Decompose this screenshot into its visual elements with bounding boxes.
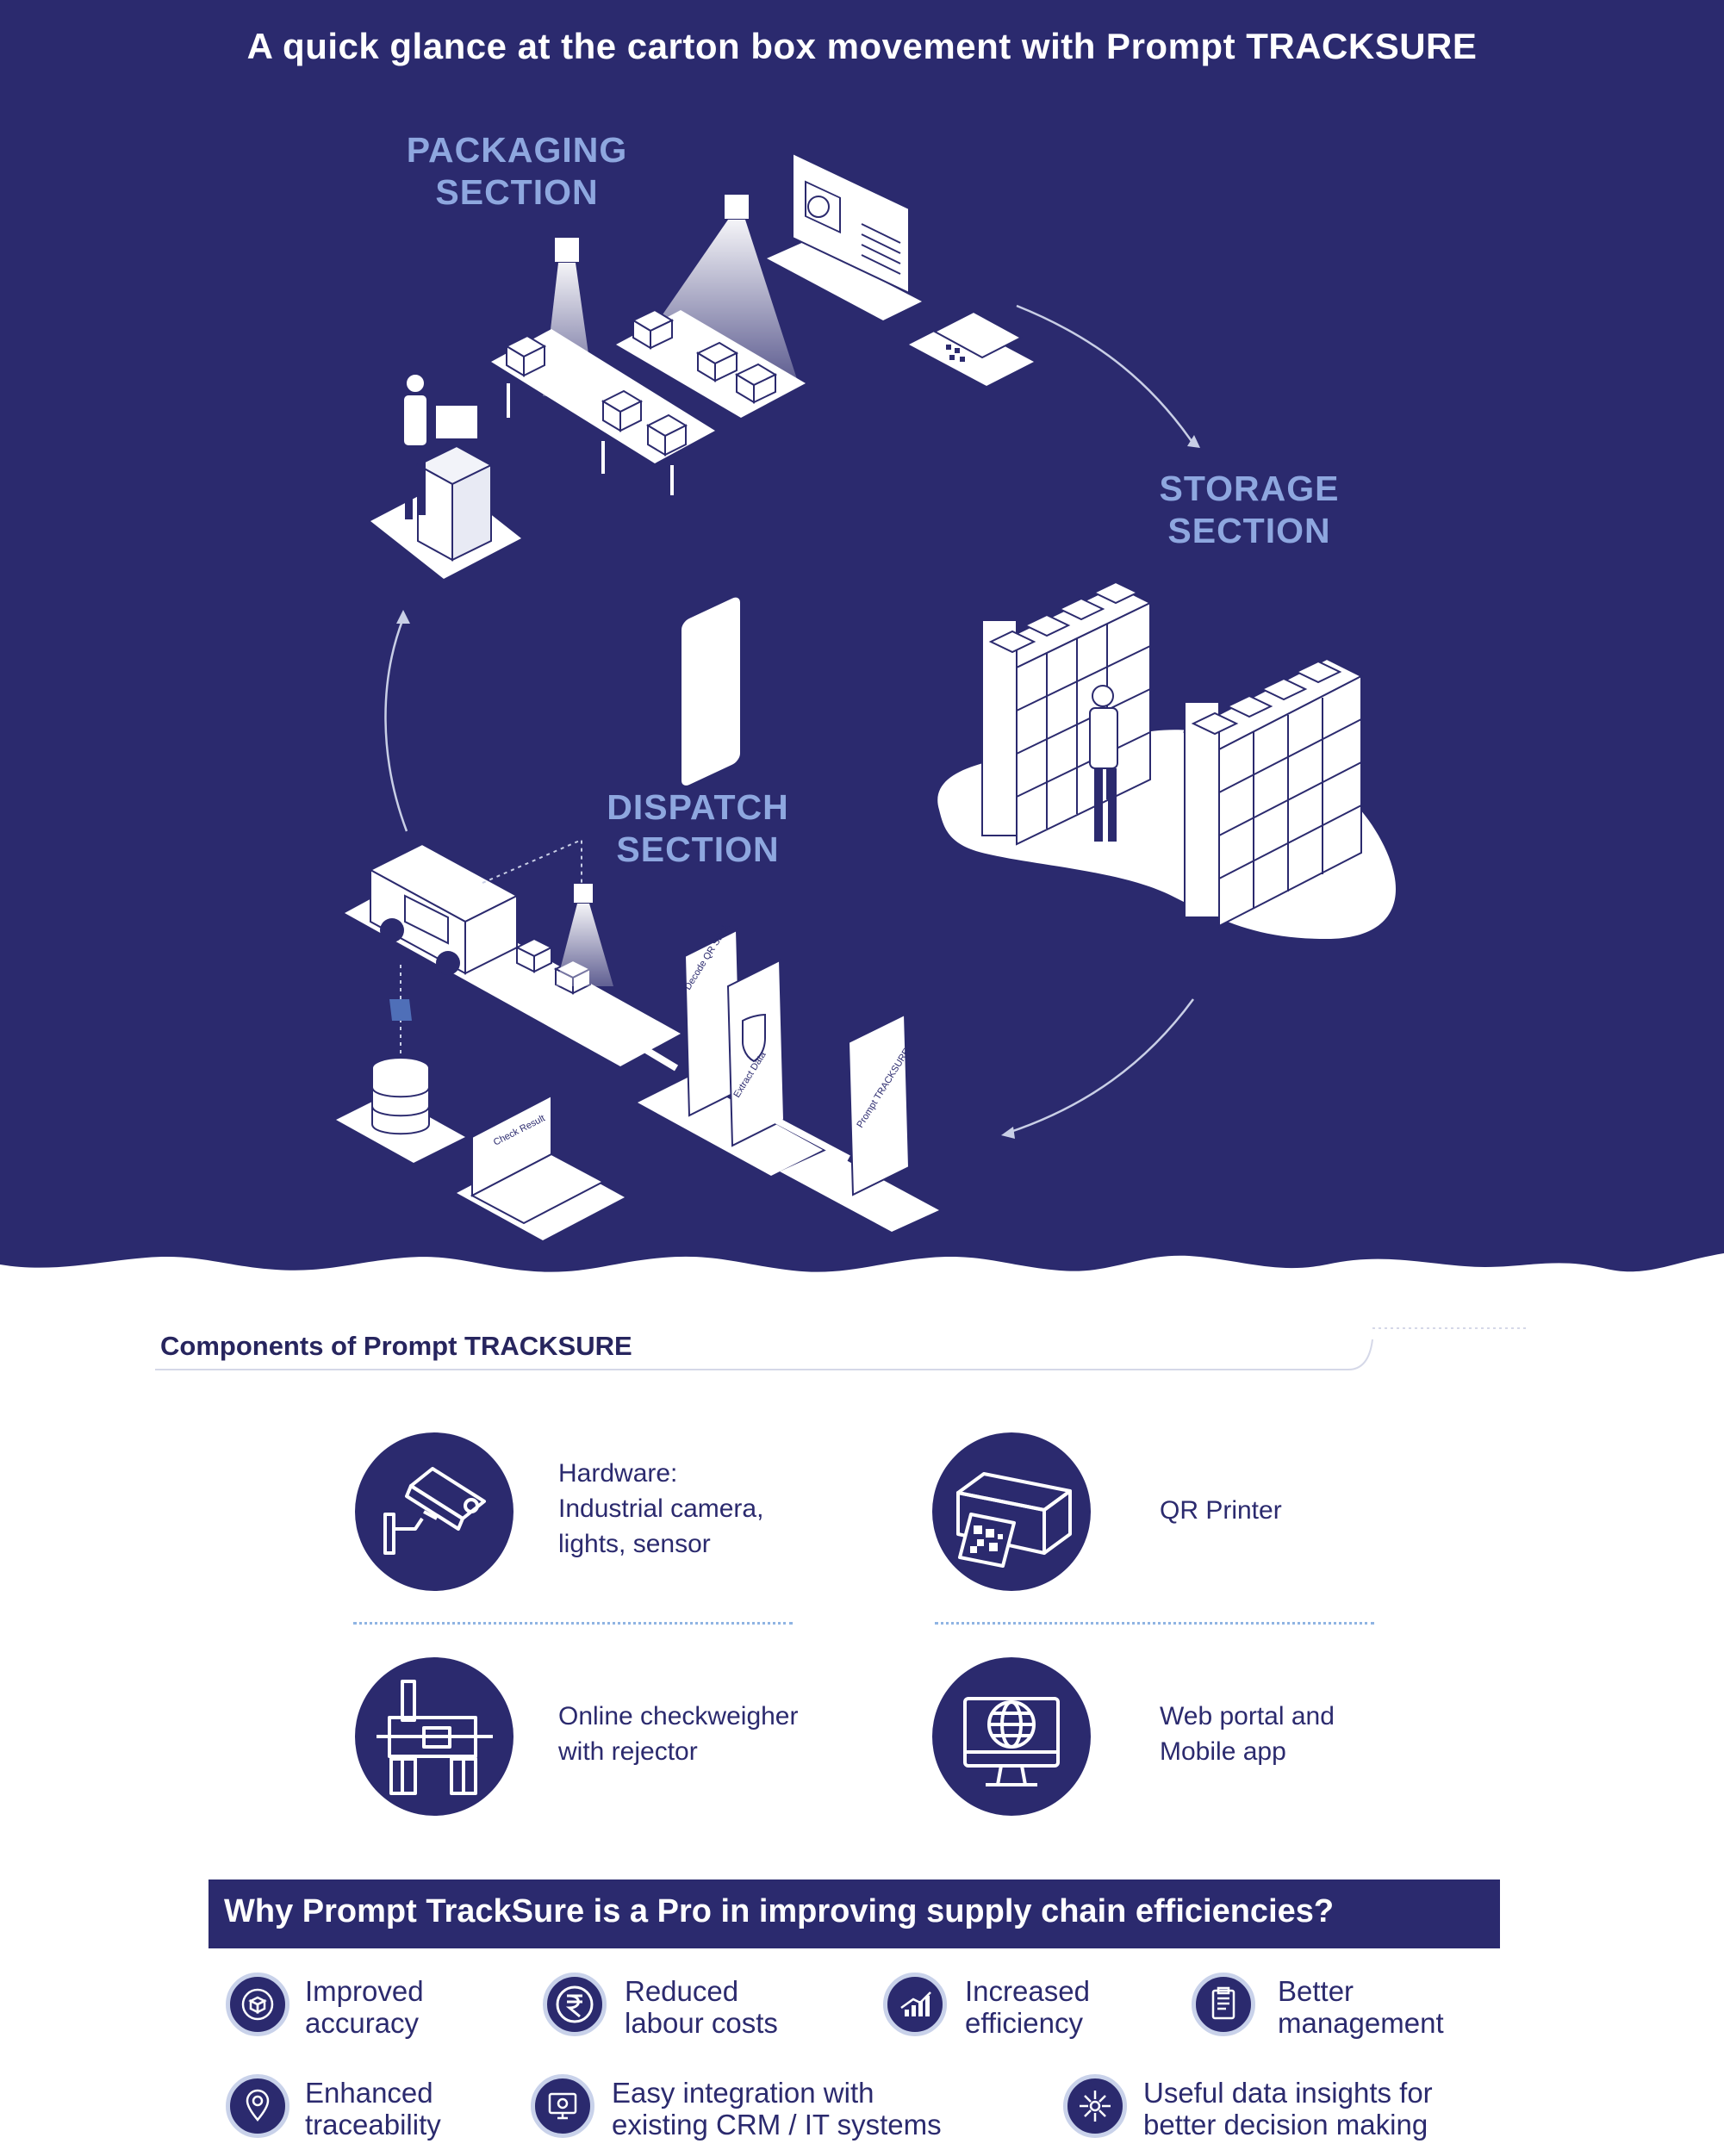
- label-line: DISPATCH: [607, 787, 789, 827]
- text-line: Useful data insights for: [1143, 2077, 1433, 2109]
- camera-light-beam: [556, 904, 613, 986]
- text-line: Easy integration with: [612, 2077, 874, 2109]
- qr-printer-icon: [932, 1432, 1091, 1591]
- dispatch-section-label: DISPATCH SECTION: [560, 786, 836, 871]
- camera-light-beam: [543, 263, 594, 396]
- accuracy-box-icon: [226, 1973, 289, 2036]
- folder-icon: [389, 999, 412, 1021]
- operator-monitor: [434, 404, 479, 440]
- text-line: QR Printer: [1160, 1496, 1282, 1525]
- components-heading: Components of Prompt TRACKSURE: [160, 1331, 632, 1361]
- benefit-text: Improved accuracy: [305, 1975, 424, 2039]
- rupee-icon: [543, 1973, 607, 2036]
- label-line: STORAGE: [1159, 469, 1340, 508]
- dotted-divider: [935, 1622, 1374, 1625]
- flow-arrows: [384, 304, 1195, 1134]
- label-line: SECTION: [435, 172, 599, 212]
- text-line: Hardware:: [558, 1459, 678, 1488]
- why-title-bar: [208, 1880, 1500, 1948]
- management-clipboard-icon: [1192, 1973, 1255, 2036]
- benefit-text: Enhanced traceability: [305, 2077, 441, 2140]
- smartphone-icon: [680, 595, 742, 788]
- component-checkweigher-text: Online checkweigher with rejector: [558, 1699, 798, 1769]
- text-line: better decision making: [1143, 2109, 1428, 2140]
- text-line: management: [1278, 2007, 1444, 2039]
- storage-rack-left: [980, 581, 1153, 846]
- text-line: lights, sensor: [558, 1530, 711, 1558]
- component-web-portal-text: Web portal and Mobile app: [1160, 1699, 1335, 1769]
- packaging-section-label: PACKAGING SECTION: [370, 129, 663, 214]
- text-line: Better: [1278, 1975, 1354, 2007]
- text-line: efficiency: [965, 2007, 1083, 2039]
- text-line: Web portal and: [1160, 1702, 1335, 1730]
- operator-person: [405, 373, 426, 394]
- label-line: SECTION: [1167, 511, 1331, 550]
- arrowhead-icon: [1001, 1127, 1015, 1139]
- hero-illustration: Check Result Decode QR Stock Extract Dat…: [0, 0, 1724, 1272]
- text-line: Reduced: [625, 1975, 739, 2007]
- benefit-text: Reduced labour costs: [625, 1975, 778, 2039]
- delivery-truck: [368, 842, 520, 975]
- storage-section-label: STORAGE SECTION: [1111, 468, 1387, 552]
- location-pin-icon: [226, 2074, 289, 2138]
- checkweigher-icon: [355, 1657, 513, 1816]
- text-line: accuracy: [305, 2007, 420, 2039]
- text-line: existing CRM / IT systems: [612, 2109, 942, 2140]
- phone-platform: [638, 1077, 823, 1176]
- smartphone-icon: [847, 1013, 911, 1196]
- camera-light-beam: [642, 220, 797, 379]
- why-title: Why Prompt TrackSure is a Pro in improvi…: [224, 1893, 1335, 1929]
- camera-icon: [572, 882, 594, 904]
- web-portal-icon: [932, 1657, 1091, 1816]
- benefit-text: Useful data insights for better decision…: [1143, 2077, 1433, 2140]
- arrow-to-packaging: [384, 618, 408, 832]
- monitor-screen: [792, 152, 910, 295]
- laptop-icon: [470, 1094, 606, 1225]
- qr-printer-illustration: [909, 320, 1034, 386]
- text-line: Mobile app: [1160, 1737, 1286, 1766]
- dispatch-scene: Check Result Decode QR Stock Extract Dat…: [336, 595, 939, 1240]
- storage-rack-right: [1182, 657, 1364, 928]
- arrow-to-storage: [1016, 304, 1195, 444]
- growth-chart-icon: [883, 1973, 947, 2036]
- integration-screen-icon: [531, 2074, 594, 2138]
- packaging-scene: [370, 152, 1034, 579]
- benefit-text: Better management: [1278, 1975, 1444, 2039]
- dotted-divider: [353, 1622, 793, 1625]
- label-line: PACKAGING: [406, 130, 628, 170]
- hero-title: A quick glance at the carton box movemen…: [246, 26, 1478, 66]
- text-line: Online checkweigher: [558, 1702, 799, 1730]
- text-line: traceability: [305, 2109, 441, 2140]
- security-camera-icon: [355, 1432, 513, 1591]
- storage-scene: [937, 581, 1396, 939]
- text-line: Improved: [305, 1975, 424, 2007]
- arrowhead-icon: [396, 610, 410, 624]
- label-line: SECTION: [616, 829, 780, 869]
- text-line: labour costs: [625, 2007, 778, 2039]
- components-heading-frame: [155, 1327, 1529, 1370]
- data-insights-icon: [1063, 2074, 1127, 2138]
- arrow-to-dispatch: [1007, 998, 1195, 1134]
- database-icon: [371, 1057, 430, 1135]
- benefit-text: Easy integration with existing CRM / IT …: [612, 2077, 942, 2140]
- component-qr-printer-text: QR Printer: [1160, 1493, 1282, 1528]
- warehouse-worker: [1092, 685, 1114, 707]
- component-hardware-text: Hardware: Industrial camera, lights, sen…: [558, 1456, 763, 1562]
- text-line: with rejector: [558, 1737, 698, 1766]
- text-line: Increased: [965, 1975, 1090, 2007]
- camera-icon: [723, 193, 750, 221]
- benefit-text: Increased efficiency: [965, 1975, 1090, 2039]
- camera-icon: [553, 236, 581, 264]
- text-line: Industrial camera,: [558, 1494, 764, 1523]
- arrowhead-icon: [1187, 435, 1200, 448]
- smartphone-icon: [683, 929, 786, 1147]
- text-line: Enhanced: [305, 2077, 433, 2109]
- hero-section: Check Result Decode QR Stock Extract Dat…: [0, 0, 1724, 1272]
